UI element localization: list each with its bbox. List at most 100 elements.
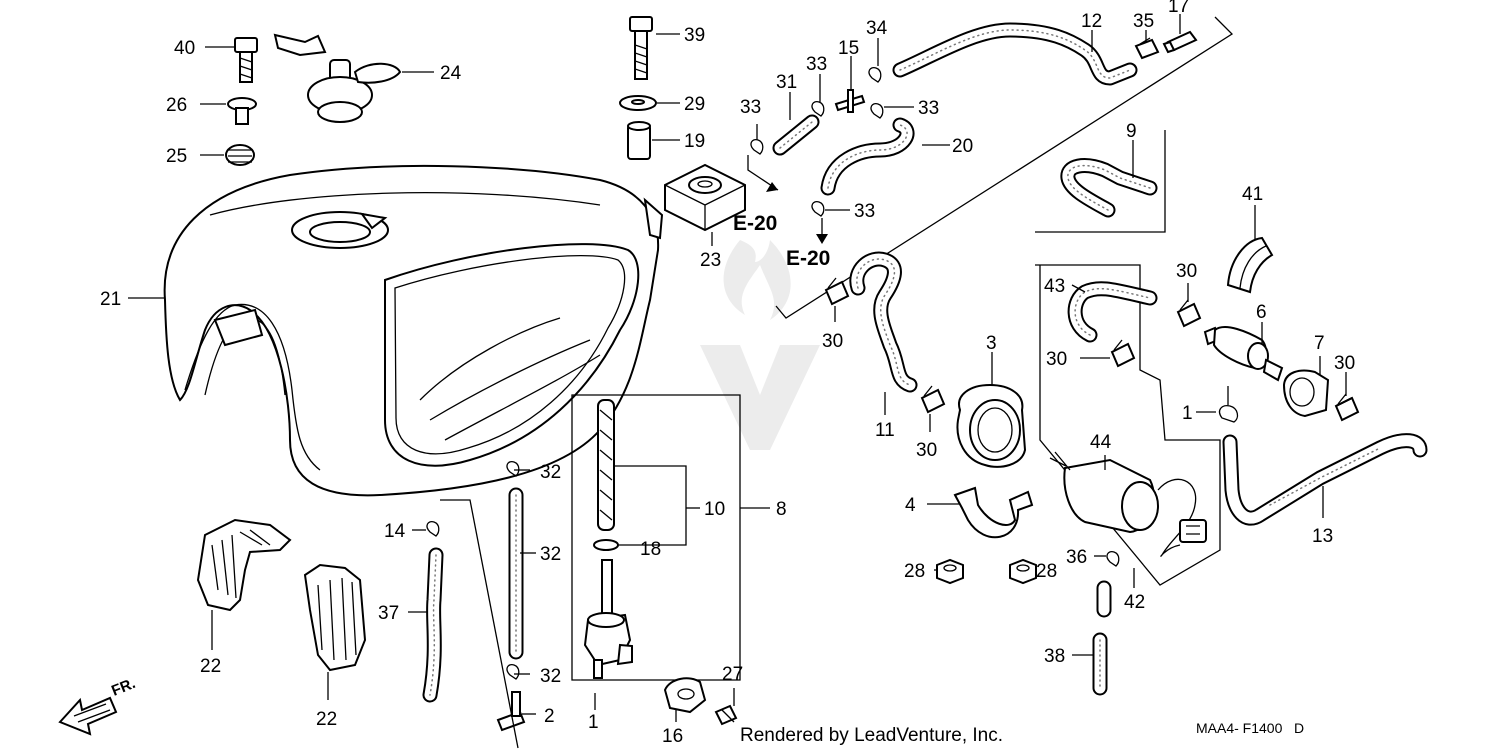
clip-33-d[interactable] [811,200,825,217]
callout-20: 20 [952,136,973,157]
collar-26[interactable] [227,97,257,125]
pump-case-3[interactable] [956,383,1027,468]
callout-14: 18 [640,539,661,560]
reference-e20-a: E-20 [733,212,777,235]
fuel-filter-6[interactable] [1203,326,1284,382]
screw-27[interactable] [714,704,738,726]
callout-21: 21 [100,289,121,310]
callout-28-a: 28 [904,561,925,582]
callout-39: 39 [684,25,705,46]
joint-15[interactable] [834,89,866,113]
callout-30-b: 30 [916,440,937,461]
callout-10: 10 [704,499,725,520]
fuel-valve-1[interactable] [583,559,633,679]
callout-29: 29 [684,94,705,115]
callout-1-b: 1 [588,712,599,733]
protector-41[interactable] [1226,236,1274,294]
hose-13[interactable] [1222,433,1428,526]
hose-31[interactable] [772,114,820,156]
callout-32-b: 14 [384,521,406,542]
callout-33-c: 33 [918,98,939,119]
clip-34[interactable] [868,66,882,83]
callout-16: 16 [662,726,683,747]
hose-12[interactable] [892,22,1138,86]
callout-32-c: 32 [540,666,561,687]
callout-15: 15 [838,38,859,59]
fuel-pump-44[interactable] [1049,451,1207,557]
callout-9: 9 [1126,121,1137,142]
nut-28-b[interactable] [1009,558,1037,585]
callout-3: 3 [986,333,997,354]
clip-35[interactable] [1134,37,1160,60]
kit-42-boundary [1035,264,1221,586]
washer-29[interactable] [619,95,657,111]
clip-30-e[interactable] [1334,393,1360,422]
clip-33-c[interactable] [870,102,884,119]
callout-4: 4 [905,495,916,516]
callout-28-b: 28 [1036,561,1057,582]
callout-30-a: 30 [822,331,843,352]
clip-30-c[interactable] [1110,339,1136,368]
diagram-code-suffix: D [1294,720,1304,736]
clip-33-a[interactable] [750,138,764,155]
clip-33-b[interactable] [811,100,825,117]
hose-37[interactable] [422,547,444,703]
bolt-39[interactable] [629,16,653,80]
rubber-25[interactable] [225,144,255,166]
clip-30-f[interactable] [1335,397,1353,407]
band-7[interactable] [1282,369,1330,418]
callout-42: 42 [1124,592,1145,613]
band-4[interactable] [953,486,1034,539]
clip-30-b[interactable] [920,385,946,414]
callout-27: 27 [722,664,743,685]
clip-1-a[interactable] [1218,386,1239,423]
watermark-logo [700,240,820,450]
hose-43[interactable] [1067,281,1158,343]
callout-22-b: 22 [316,709,337,730]
group-boundary-line [775,16,1234,319]
callout-41: 41 [1242,184,1263,205]
drain-boundary [440,499,519,749]
joint-17[interactable] [1162,30,1198,54]
o-ring-14[interactable] [593,539,619,551]
bolt-40[interactable] [234,37,258,83]
clip-32-b[interactable] [426,520,440,537]
callout-34: 34 [866,18,888,39]
mount-rubber-23[interactable] [664,163,746,232]
callout-19: 19 [684,131,705,152]
strainer-10[interactable] [597,399,615,531]
cover-16[interactable] [663,677,707,714]
collar-19[interactable] [627,121,651,160]
hose-9[interactable] [1060,158,1158,218]
heat-guard-22-b[interactable] [303,563,367,672]
callout-23: 23 [700,250,721,271]
hose-11[interactable] [849,251,918,393]
hose-20[interactable] [820,117,915,196]
clip-30-a[interactable] [824,277,850,306]
clip-36[interactable] [1106,550,1120,567]
callout-13: 13 [1312,526,1333,547]
callout-18: 32 [540,544,561,565]
front-marker: FR. [109,675,138,700]
clip-32-a[interactable] [506,460,530,477]
clip-30-d[interactable] [1176,299,1202,328]
fuel-cap-key-24[interactable] [273,33,402,123]
clip-32-c[interactable] [506,663,530,680]
callout-37: 37 [378,603,399,624]
callout-43: 43 [1044,276,1065,297]
callout-30-e: 30 [1334,353,1355,374]
reference-e20-b: E-20 [786,247,830,270]
joint-2[interactable] [496,691,526,732]
callout-26: 26 [166,95,187,116]
callout-31: 31 [776,72,797,93]
callout-17: 17 [1168,0,1189,17]
callout-24: 24 [440,63,462,84]
fuel-tank[interactable] [163,164,664,497]
heat-guard-22-a[interactable] [196,518,292,612]
callout-25: 25 [166,146,187,167]
callout-30-c: 30 [1046,349,1067,370]
nut-28-a[interactable] [936,558,964,585]
callout-36: 36 [1066,547,1087,568]
callout-32-a: 32 [540,462,561,483]
hose-38[interactable] [1092,580,1112,696]
